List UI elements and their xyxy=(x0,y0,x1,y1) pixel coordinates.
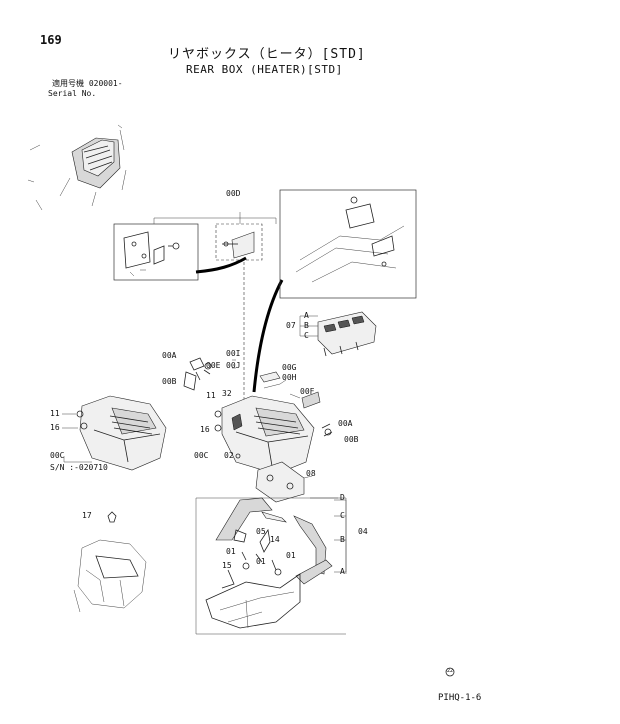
serial-label-japanese: 適用号機 020001- xyxy=(52,79,123,88)
callout-00G: 00G xyxy=(282,363,297,372)
callout-01-c: 01 xyxy=(286,551,296,560)
callout-00D: 00D xyxy=(226,189,241,198)
machine-overview-drawing xyxy=(73,511,147,613)
callout-00J: 00J xyxy=(226,361,241,370)
serial-label-english: Serial No. xyxy=(48,89,97,98)
footer-circle-mark xyxy=(445,667,455,677)
callout-A-duct: A xyxy=(340,567,345,576)
callout-11-mid: 11 xyxy=(206,391,216,400)
callout-00B-right: 00B xyxy=(344,435,359,444)
serial-limit-label: S/N :-020710 xyxy=(50,463,108,472)
callout-00C-left: 00C xyxy=(50,451,65,460)
callout-05: 05 xyxy=(256,527,266,536)
callout-00B-left: 00B xyxy=(162,377,177,386)
footer-mark-number: 22 xyxy=(447,668,454,674)
callout-01-a: 01 xyxy=(226,547,236,556)
callout-00A-left: 00A xyxy=(162,351,177,360)
detail-inset-right xyxy=(279,189,417,299)
cab-overview-drawing xyxy=(27,124,127,211)
rear-box-old-drawing xyxy=(62,395,167,471)
callout-17: 17 xyxy=(82,511,92,520)
callout-07: 07 xyxy=(286,321,296,330)
callout-01-b: 01 xyxy=(256,557,266,566)
callout-00A-right: 00A xyxy=(338,419,353,428)
callout-C-duct: C xyxy=(340,511,345,520)
duct-assembly-drawing xyxy=(195,497,347,635)
switch-panel-07 xyxy=(299,311,377,357)
callout-14: 14 xyxy=(270,535,280,544)
pointer-line-center xyxy=(252,279,284,393)
bracket-08-drawing xyxy=(255,461,313,503)
small-parts-center xyxy=(183,357,321,409)
callout-16-left: 16 xyxy=(50,423,60,432)
callout-32: 32 xyxy=(222,389,232,398)
callout-B-switch: B xyxy=(304,321,309,330)
callout-00F: 00F xyxy=(300,387,315,396)
callout-11-left: 11 xyxy=(50,409,60,418)
page-title-english: REAR BOX (HEATER)[STD] xyxy=(186,63,343,76)
callout-04: 04 xyxy=(358,527,368,536)
rear-box-main-drawing xyxy=(214,395,333,475)
detail-00D xyxy=(153,212,277,261)
callout-00I: 00I xyxy=(226,349,241,358)
callout-15: 15 xyxy=(222,561,232,570)
callout-08: 08 xyxy=(306,469,316,478)
callout-A-switch: A xyxy=(304,311,309,320)
detail-inset-left xyxy=(113,223,199,281)
callout-B-duct: B xyxy=(340,535,345,544)
callout-00E: 00E xyxy=(206,361,221,370)
pointer-line-left xyxy=(195,256,247,274)
callout-D-duct: D xyxy=(340,493,345,502)
page-code: PIHQ-1-6 xyxy=(438,693,482,703)
page-title-japanese: リヤボックス（ヒータ）[STD] xyxy=(168,47,366,62)
callout-C-switch: C xyxy=(304,331,309,340)
callout-00C-mid: 00C xyxy=(194,451,209,460)
callout-16-mid: 16 xyxy=(200,425,210,434)
page-number: 169 xyxy=(40,33,62,47)
callout-00H: 00H xyxy=(282,373,297,382)
callout-02: 02 xyxy=(224,451,234,460)
